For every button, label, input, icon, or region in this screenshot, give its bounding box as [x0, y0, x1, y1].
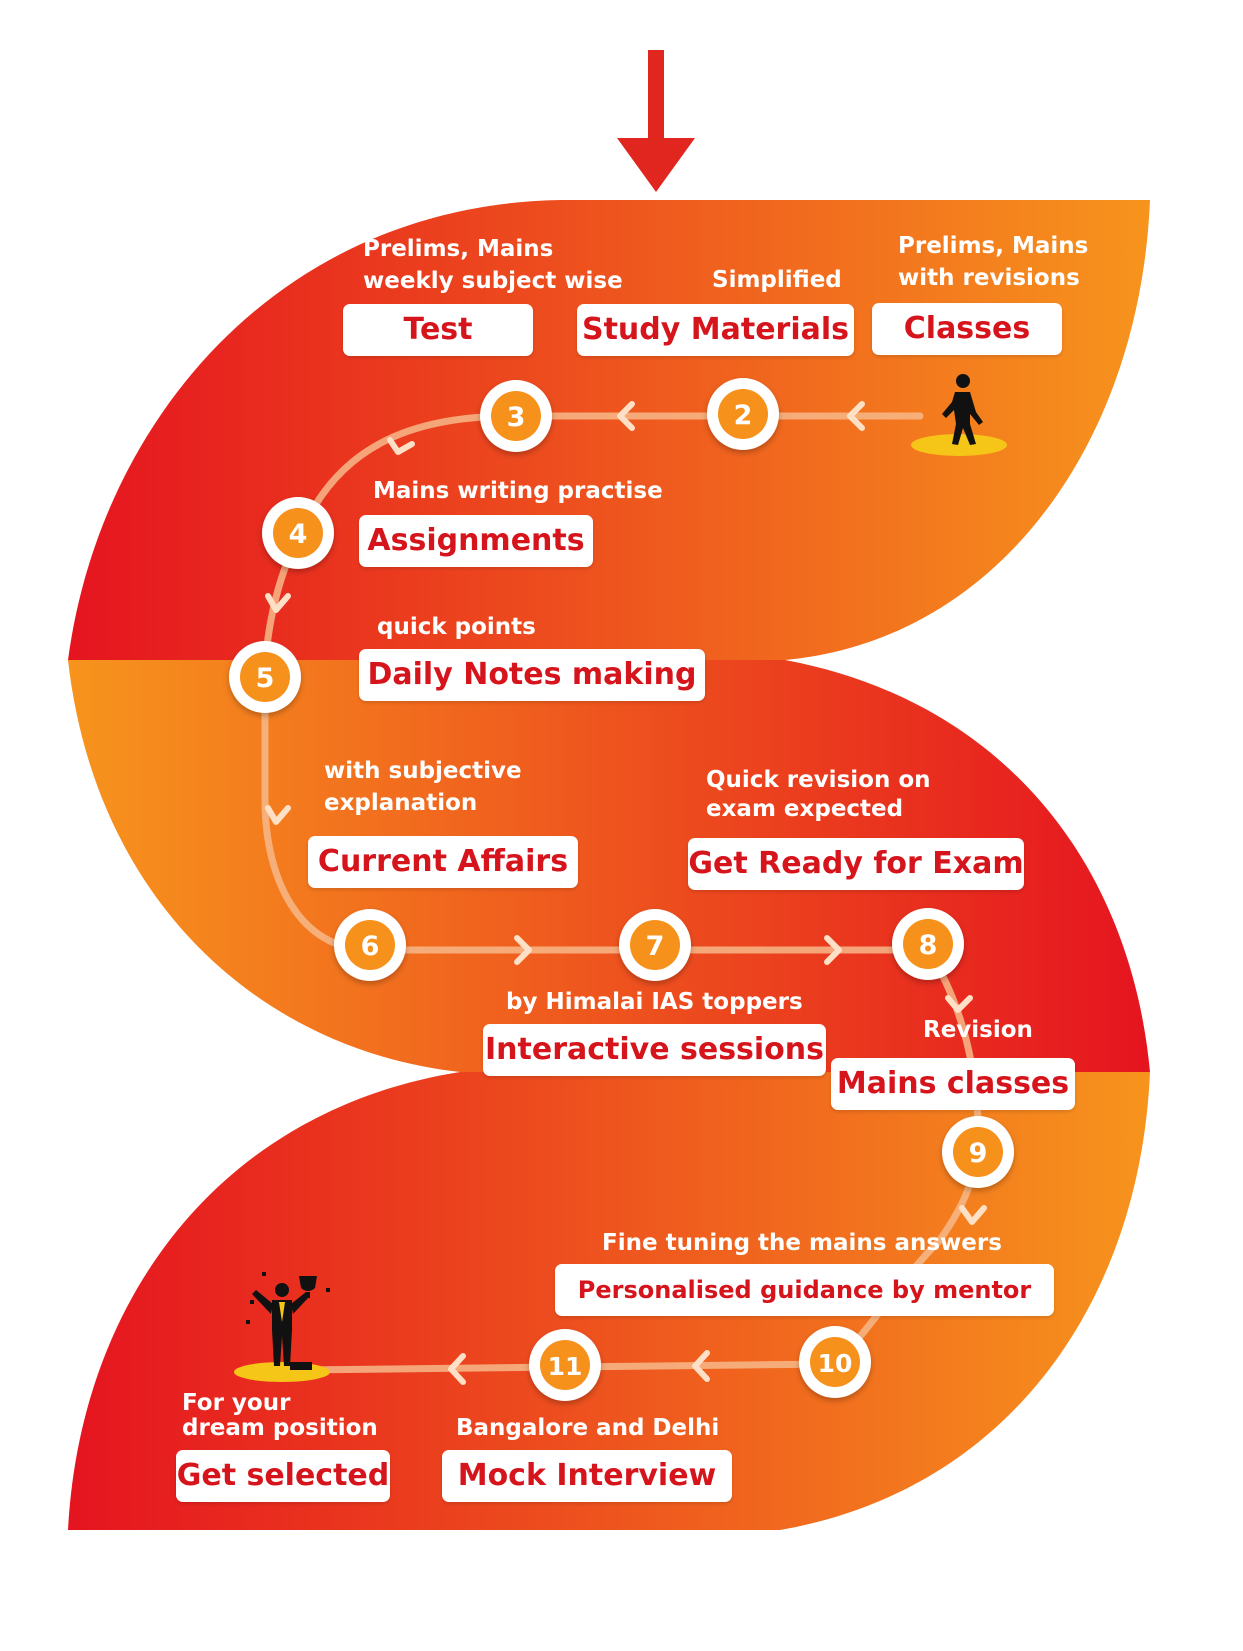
get-ready-label: Get Ready for Exam	[688, 838, 1024, 890]
step-node-10: 10	[799, 1326, 871, 1398]
step-node-8: 8	[892, 908, 964, 980]
chevron-down-icon	[265, 805, 291, 825]
test-subtitle-1: Prelims, Mains	[363, 236, 554, 262]
classes-subtitle-2: with revisions	[898, 265, 1080, 291]
step-number: 5	[256, 663, 275, 694]
walking-person-icon	[911, 374, 1007, 456]
get-ready-subtitle-1: Quick revision on	[706, 767, 931, 793]
trophy-winner-icon	[234, 1272, 330, 1382]
step-number: 8	[919, 930, 938, 961]
get-selected-label: Get selected	[176, 1450, 390, 1502]
path-chevrons	[265, 401, 987, 1385]
mock-interview-subtitle: Bangalore and Delhi	[456, 1415, 720, 1441]
chevron-down-icon	[945, 995, 973, 1013]
test-label: Test	[343, 304, 533, 356]
chevron-down-icon	[387, 437, 415, 455]
chevron-right-icon	[514, 935, 532, 965]
get-selected-subtitle-1: For your	[182, 1390, 291, 1416]
chevron-left-icon	[692, 1350, 710, 1382]
interactive-sessions-label: Interactive sessions	[483, 1024, 826, 1076]
step-number: 10	[818, 1349, 853, 1378]
notes-subtitle: quick points	[377, 614, 536, 640]
chevron-left-icon	[617, 401, 635, 431]
step-number: 9	[969, 1138, 988, 1169]
study-materials-label: Study Materials	[577, 304, 854, 356]
step-number: 6	[361, 931, 380, 962]
step-number: 4	[289, 519, 308, 550]
current-affairs-label: Current Affairs	[308, 836, 578, 888]
step-node-11: 11	[529, 1329, 601, 1401]
study-materials-subtitle: Simplified	[712, 267, 842, 293]
step-number: 11	[548, 1352, 583, 1381]
mains-classes-subtitle: Revision	[923, 1017, 1033, 1043]
step-number: 2	[734, 400, 753, 431]
chevron-left-icon	[847, 401, 865, 431]
assignments-subtitle: Mains writing practise	[373, 478, 663, 504]
mains-classes-label: Mains classes	[831, 1058, 1075, 1110]
step-node-2: 2	[707, 378, 779, 450]
step-node-6: 6	[334, 909, 406, 981]
interactive-sessions-subtitle: by Himalai IAS toppers	[506, 989, 803, 1015]
band-middle	[68, 660, 1150, 1072]
chevron-down-icon	[265, 593, 291, 613]
get-ready-subtitle-2: exam expected	[706, 796, 904, 822]
step-number: 3	[507, 402, 526, 433]
step-node-4: 4	[262, 497, 334, 569]
classes-subtitle-1: Prelims, Mains	[898, 233, 1089, 259]
current-affairs-subtitle-2: explanation	[324, 790, 478, 816]
step-number: 7	[646, 931, 665, 962]
get-selected-subtitle-2: dream position	[182, 1415, 378, 1441]
guidance-label: Personalised guidance by mentor	[555, 1264, 1054, 1316]
guidance-subtitle: Fine tuning the mains answers	[602, 1230, 1002, 1256]
assignments-label: Assignments	[359, 515, 593, 567]
step-node-9: 9	[942, 1116, 1014, 1188]
chevron-left-icon	[448, 1353, 466, 1385]
notes-label: Daily Notes making	[359, 649, 705, 701]
down-arrow-icon	[617, 50, 695, 192]
step-node-3: 3	[480, 380, 552, 452]
step-node-7: 7	[619, 909, 691, 981]
mock-interview-label: Mock Interview	[442, 1450, 732, 1502]
test-subtitle-2: weekly subject wise	[363, 268, 623, 294]
classes-label: Classes	[872, 303, 1062, 355]
current-affairs-subtitle-1: with subjective	[324, 758, 522, 784]
chevron-down-icon	[959, 1205, 987, 1225]
step-node-5: 5	[229, 641, 301, 713]
chevron-right-icon	[824, 935, 842, 965]
